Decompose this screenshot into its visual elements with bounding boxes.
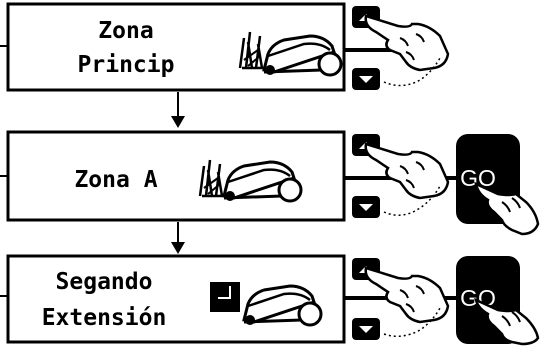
screen-3: Segando Extensión GO — [0, 254, 540, 346]
down-arrow-button[interactable] — [352, 68, 380, 90]
pointing-hand-icon — [474, 297, 540, 346]
screen-2-line-1: Zona A — [74, 167, 157, 193]
pointing-hand-icon — [364, 142, 450, 200]
pointing-hand-icon — [364, 14, 450, 72]
hand-motion-dots — [383, 185, 441, 216]
down-arrow-button[interactable] — [352, 196, 380, 218]
screen-3-line-1: Segando — [56, 269, 153, 295]
flow-arrow-1 — [171, 92, 185, 128]
down-arrow-button[interactable] — [352, 318, 380, 340]
flow-arrow-2 — [171, 222, 185, 254]
screen-1-line-2: Princip — [78, 52, 175, 78]
screen-3-line-2: Extensión — [42, 305, 167, 331]
screen-2: Zona A GO — [0, 130, 540, 236]
hand-motion-dots — [383, 57, 441, 87]
pointing-hand-icon — [474, 181, 540, 236]
perimeter-wire-icon — [210, 282, 240, 312]
hand-motion-dots — [383, 307, 441, 337]
screen-1: Zona Princip — [0, 2, 450, 92]
screen-1-line-1: Zona — [98, 18, 153, 44]
